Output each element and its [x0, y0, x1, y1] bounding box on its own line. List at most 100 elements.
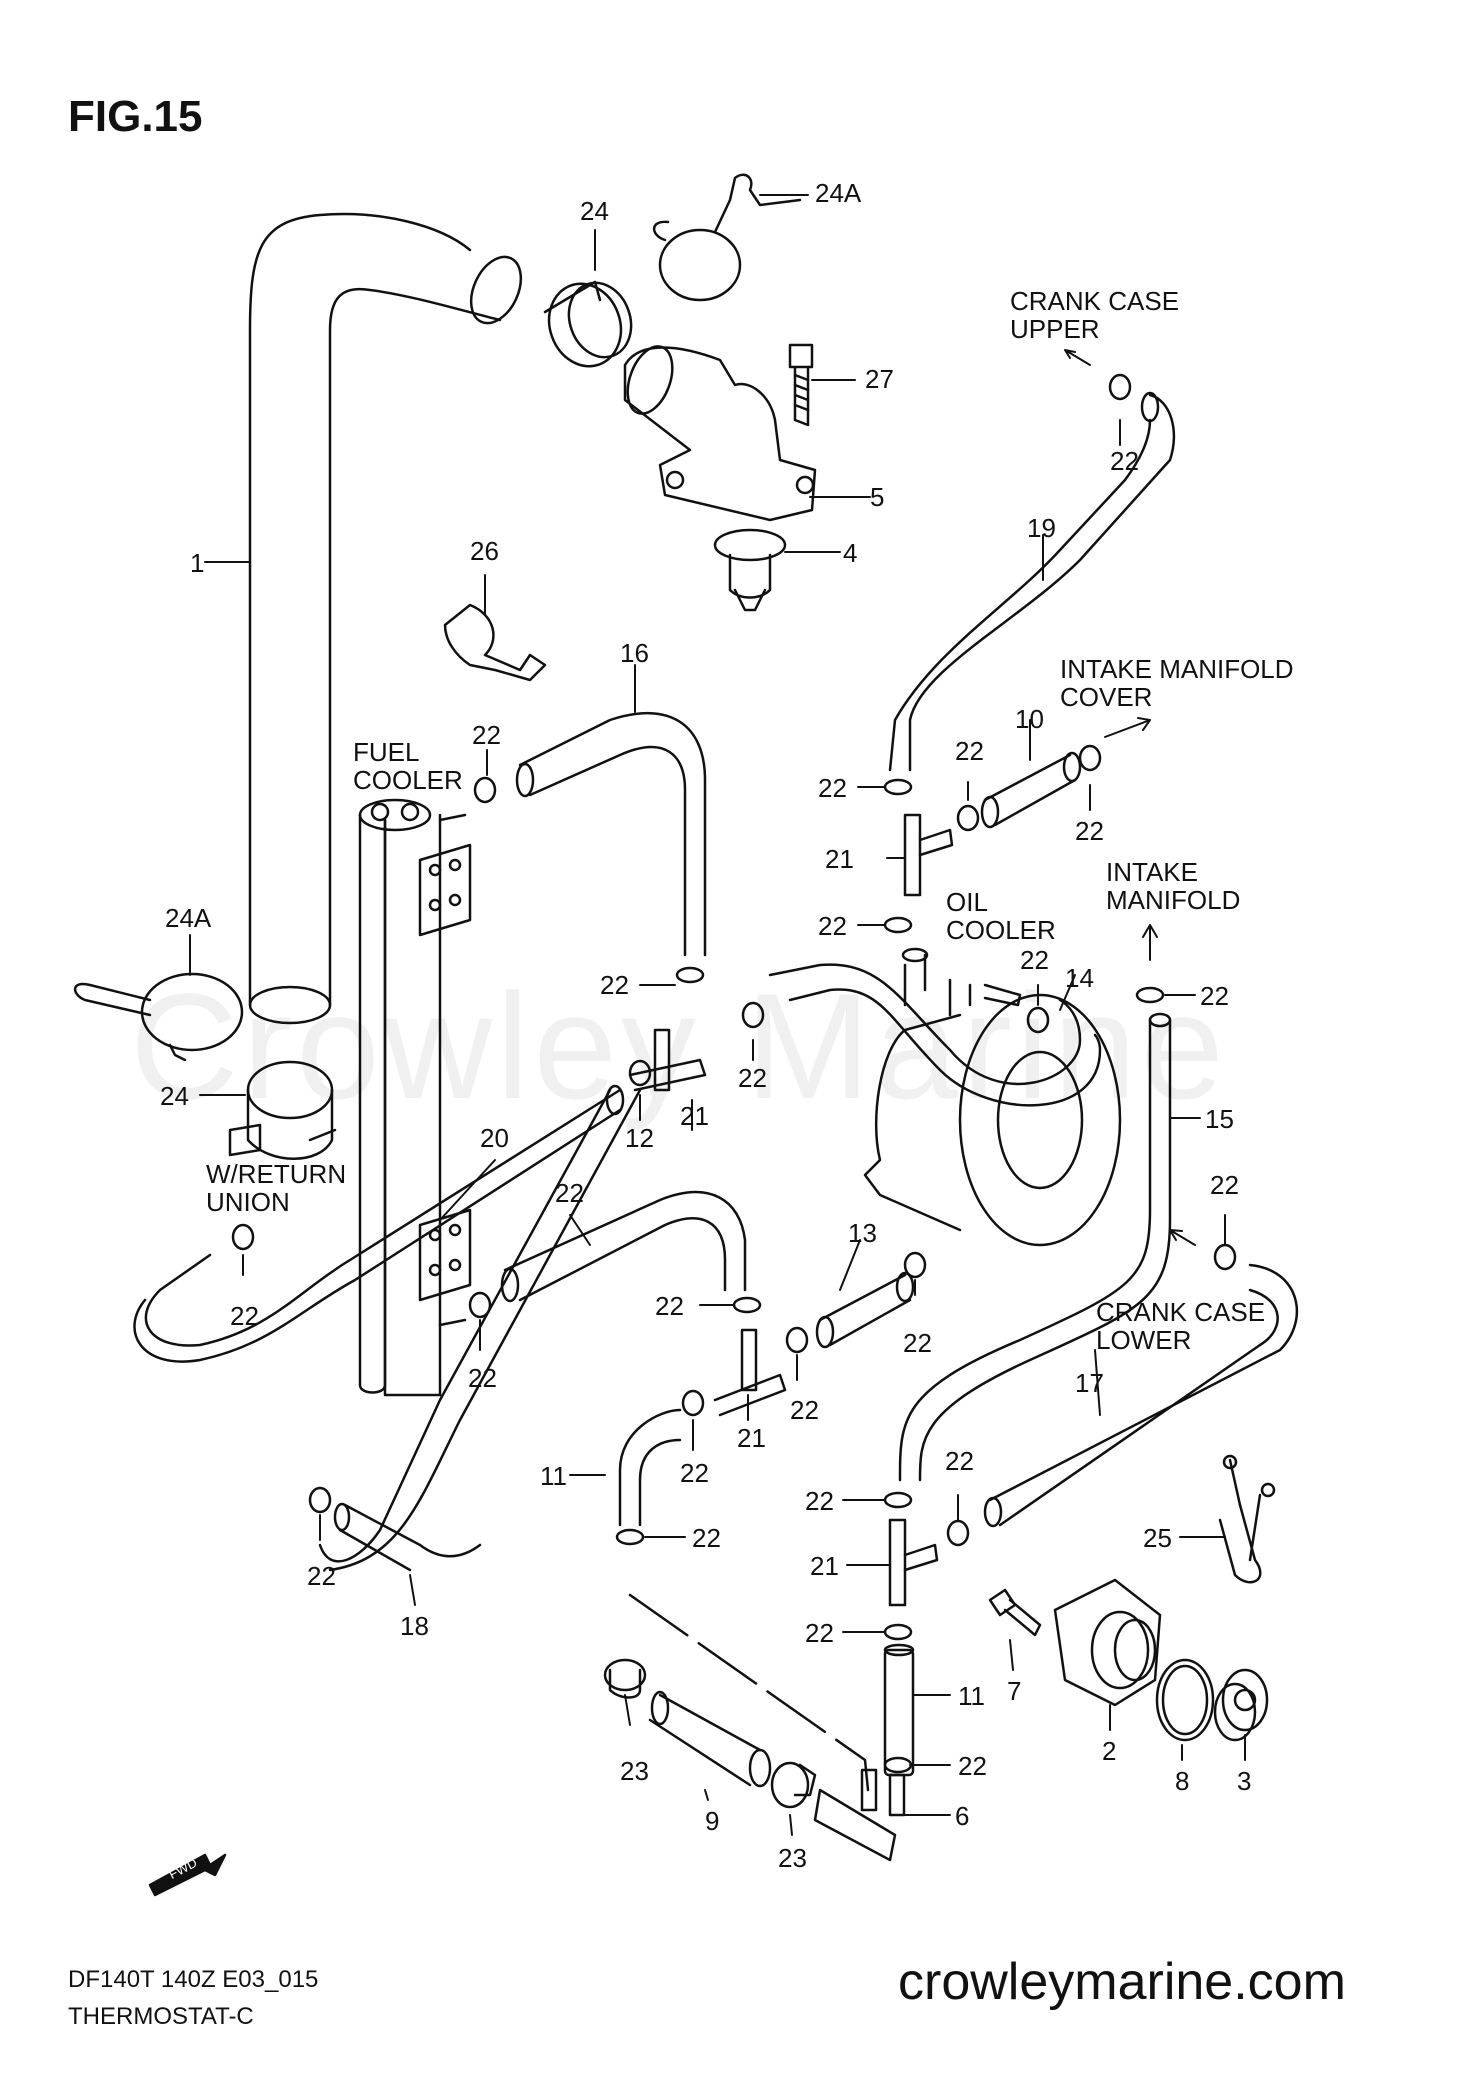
part-label-21-upper: 21	[825, 844, 854, 874]
part-label-26: 26	[470, 536, 499, 566]
part-label-21-mid: 21	[680, 1101, 709, 1131]
figure-title: FIG.15	[68, 92, 203, 141]
hose-1	[248, 212, 523, 1025]
clamp-22-icons	[231, 373, 1237, 1774]
part-label-15: 15	[1205, 1104, 1234, 1134]
part-label-22-oil-left: 22	[818, 911, 847, 941]
part-label-22-bottom: 22	[958, 1751, 987, 1781]
bolt-7	[988, 1588, 1042, 1637]
union-21-a	[903, 813, 954, 897]
hose-20	[133, 1084, 625, 1363]
housing-2	[1053, 1578, 1162, 1707]
part-label-21-bottom: 21	[810, 1551, 839, 1581]
clamp-24-top	[543, 280, 633, 368]
clip-25	[1218, 1454, 1276, 1584]
part-label-14: 14	[1065, 963, 1094, 993]
part-label-9: 9	[705, 1806, 720, 1836]
model-code: DF140T 140Z E03_015	[68, 1966, 319, 1993]
label-crank-case-upper: CRANK CASE UPPER	[1010, 286, 1180, 345]
part-label-11-lower: 11	[958, 1681, 985, 1711]
cap-3	[1213, 1668, 1269, 1742]
part-label-20: 20	[480, 1123, 509, 1153]
fwd-arrow-icon	[148, 1853, 227, 1897]
part-label-22-hose11: 22	[680, 1458, 709, 1488]
part-label-18: 18	[400, 1611, 429, 1641]
website-url: crowleymarine.com	[898, 1953, 1346, 2011]
label-w-return-union: W/RETURN UNION	[206, 1159, 347, 1218]
part-label-19: 19	[1027, 513, 1056, 543]
part-label-3: 3	[1237, 1766, 1252, 1796]
part-label-8: 8	[1175, 1766, 1190, 1796]
label-fuel-cooler: FUEL COOLER	[353, 737, 463, 796]
part-label-22-upper-right: 22	[1110, 446, 1139, 476]
part-label-16: 16	[620, 638, 649, 668]
hose-12	[815, 1271, 915, 1349]
hose-18	[333, 1502, 482, 1572]
part-label-22-cover: 22	[1075, 816, 1104, 846]
part-label-22-lower-left: 22	[805, 1486, 834, 1516]
part-label-22-hose13: 22	[655, 1291, 684, 1321]
part-label-22-union-mid: 22	[738, 1063, 767, 1093]
fuel-cooler	[358, 798, 472, 1397]
part-label-6: 6	[955, 1801, 970, 1831]
part-label-10: 10	[1015, 704, 1044, 734]
leader-lines	[189, 194, 1246, 1836]
label-crank-case-lower: CRANK CASE LOWER	[1096, 1297, 1266, 1356]
union-21-d	[888, 1518, 939, 1607]
part-label-22-union-return: 22	[230, 1301, 259, 1331]
part-label-22-mid: 22	[955, 736, 984, 766]
part-label-24-left: 24	[160, 1081, 189, 1111]
clamp-24-left	[228, 1060, 337, 1160]
part-label-22-hose18: 22	[307, 1561, 336, 1591]
part-label-13: 22	[555, 1178, 584, 1208]
part-label-22-left-of-union: 22	[818, 773, 847, 803]
union-21-b	[628, 1028, 707, 1092]
part-label-11-upper: 11	[540, 1461, 567, 1491]
part-label-23-right: 23	[778, 1843, 807, 1873]
part-label-5: 5	[870, 482, 885, 512]
part-label-22-crankcase: 22	[1210, 1170, 1239, 1200]
part-label-22-fuel: 22	[472, 720, 501, 750]
thermostat-4	[713, 528, 787, 612]
part-label-22-hose17: 22	[945, 1446, 974, 1476]
hose-16	[515, 711, 707, 957]
clip-24a-top	[652, 173, 802, 302]
hose-19	[888, 391, 1176, 772]
part-label-22-union-11: 22	[692, 1523, 721, 1553]
part-label-24a-left: 24A	[165, 903, 212, 933]
part-label-22-right: 22	[1200, 981, 1229, 1011]
clamp-26	[443, 603, 547, 682]
part-label-22-fuel-low: 22	[468, 1363, 497, 1393]
hose-9	[648, 1690, 772, 1788]
union-21-c	[713, 1328, 787, 1417]
hose-11-lower	[883, 1643, 915, 1777]
hose-14	[768, 947, 1102, 1107]
direction-arrows	[1064, 349, 1196, 1246]
joint-6	[813, 1768, 906, 1862]
thermostat-cover-5	[623, 345, 817, 522]
bolt-27	[788, 343, 814, 427]
part-label-12: 13	[848, 1218, 877, 1248]
part-label-21-low: 21	[737, 1423, 766, 1453]
clamp-23-b	[770, 1761, 817, 1809]
part-label-22-fuel-mid: 12	[625, 1123, 654, 1153]
part-label-23-left: 23	[620, 1756, 649, 1786]
oil-cooler	[863, 978, 1122, 1247]
hose-10	[980, 751, 1082, 829]
part-label-17: 17	[1075, 1368, 1104, 1398]
clip-24a-left	[73, 972, 244, 1062]
part-label-4: 4	[843, 538, 858, 568]
hose-15	[898, 1012, 1172, 1482]
part-label-1: 1	[190, 548, 205, 578]
label-intake-manifold-cover: INTAKE MANIFOLD COVER	[1060, 654, 1294, 713]
hose-13	[318, 1088, 747, 1572]
part-label-27: 27	[865, 364, 894, 394]
part-label-22-oil: 22	[1020, 945, 1049, 975]
o-ring-8	[1155, 1658, 1215, 1742]
part-label-22-union-low: 22	[790, 1395, 819, 1425]
part-label-7: 7	[1007, 1676, 1022, 1706]
hose-17	[983, 1263, 1298, 1528]
part-label-24a-top: 24A	[815, 178, 862, 208]
part-label-24-top: 24	[580, 196, 609, 226]
